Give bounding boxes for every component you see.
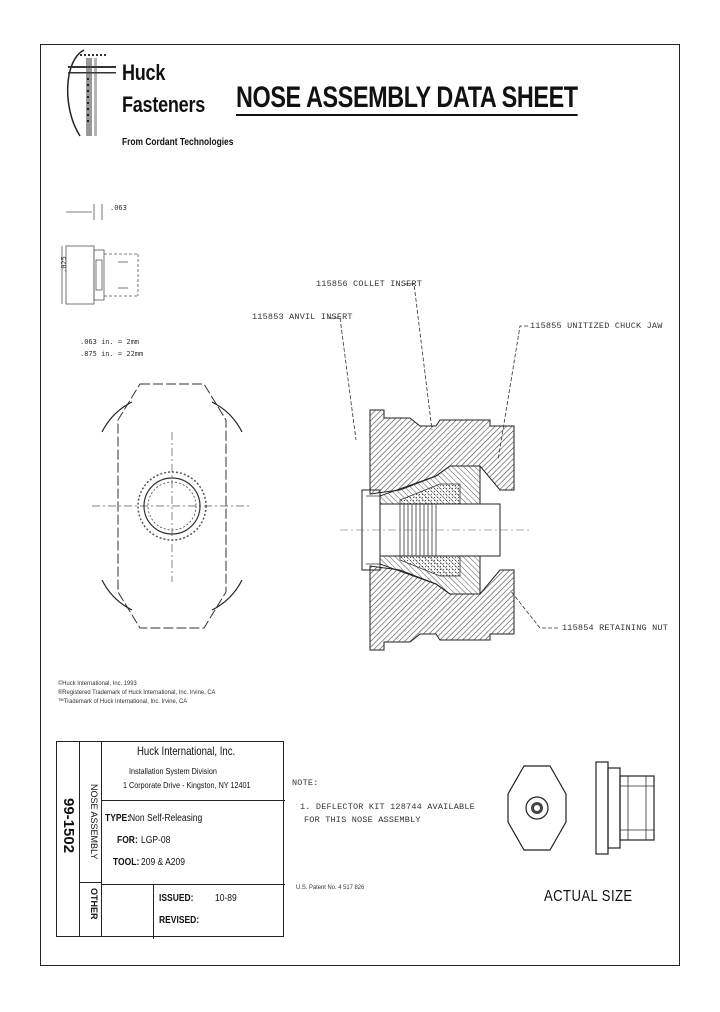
brand-line1: Huck <box>122 60 166 85</box>
note-line1: 1. DEFLECTOR KIT 128744 AVAILABLE <box>300 802 475 812</box>
note-label: NOTE: <box>292 778 319 788</box>
top-dimension: .063 <box>110 204 127 212</box>
company-division: Installation System Division <box>129 766 217 776</box>
callout-retaining-nut: 115854 RETAINING NUT <box>562 623 669 633</box>
spec-section: TYPE: Non Self-Releasing FOR: LGP-08 TOO… <box>101 800 285 885</box>
issued-label: ISSUED: <box>159 893 194 904</box>
revised-label: REVISED: <box>159 915 200 926</box>
type-value: Non Self-Releasing <box>129 813 203 824</box>
callout-anvil-insert: 115853 ANVIL INSERT <box>252 312 353 322</box>
actual-size-label: ACTUAL SIZE <box>544 888 633 905</box>
brand-line2: Fasteners <box>122 92 206 117</box>
page-frame <box>40 44 680 966</box>
for-value: LGP-08 <box>141 835 171 846</box>
actual-size-front-icon <box>507 765 567 851</box>
legal-copyright: ©Huck International, Inc. 1993 <box>58 680 137 687</box>
tool-label: TOOL: <box>113 857 140 868</box>
document-number: 99-1502 <box>60 798 77 854</box>
cross-section-drawing <box>340 409 530 651</box>
note-line2: FOR THIS NOSE ASSEMBLY <box>304 815 421 825</box>
tool-value: 209 & A209 <box>141 857 185 868</box>
page-title: NOSE ASSEMBLY DATA SHEET <box>236 81 578 116</box>
actual-size-side-icon <box>595 761 655 855</box>
type-label: TYPE: <box>105 813 131 824</box>
title-block: 99-1502 NOSE ASSEMBLY OTHER Huck Interna… <box>56 741 285 939</box>
brand-subtitle: From Cordant Technologies <box>122 136 234 148</box>
huck-logo-icon <box>66 49 116 137</box>
front-view-drawing <box>92 383 252 629</box>
issued-value: 10-89 <box>215 893 237 904</box>
callout-chuck-jaw: 115855 UNITIZED CHUCK JAW <box>530 321 663 331</box>
company-address: 1 Corporate Drive - Kingston, NY 12401 <box>123 780 251 790</box>
issue-section: ISSUED: 10-89 REVISED: <box>101 884 285 939</box>
conversion-2: .875 in. = 22mm <box>80 350 144 358</box>
category-label: NOSE ASSEMBLY <box>89 784 99 860</box>
dimension-sketch <box>61 204 139 305</box>
for-label: FOR: <box>117 835 138 846</box>
legal-registered: ®Registered Trademark of Huck Internatio… <box>58 689 216 696</box>
other-label: OTHER <box>89 888 99 920</box>
company-name: Huck International, Inc. <box>137 744 236 758</box>
title-block-side: 99-1502 NOSE ASSEMBLY OTHER <box>57 742 102 936</box>
callout-collet-insert: 115856 COLLET INSERT <box>316 279 423 289</box>
patent-note: U.S. Patent No. 4 517 826 <box>296 884 365 891</box>
conversion-1: .063 in. = 2mm <box>80 338 140 346</box>
legal-trademark: ™Trademark of Huck International, Inc. I… <box>58 698 188 705</box>
